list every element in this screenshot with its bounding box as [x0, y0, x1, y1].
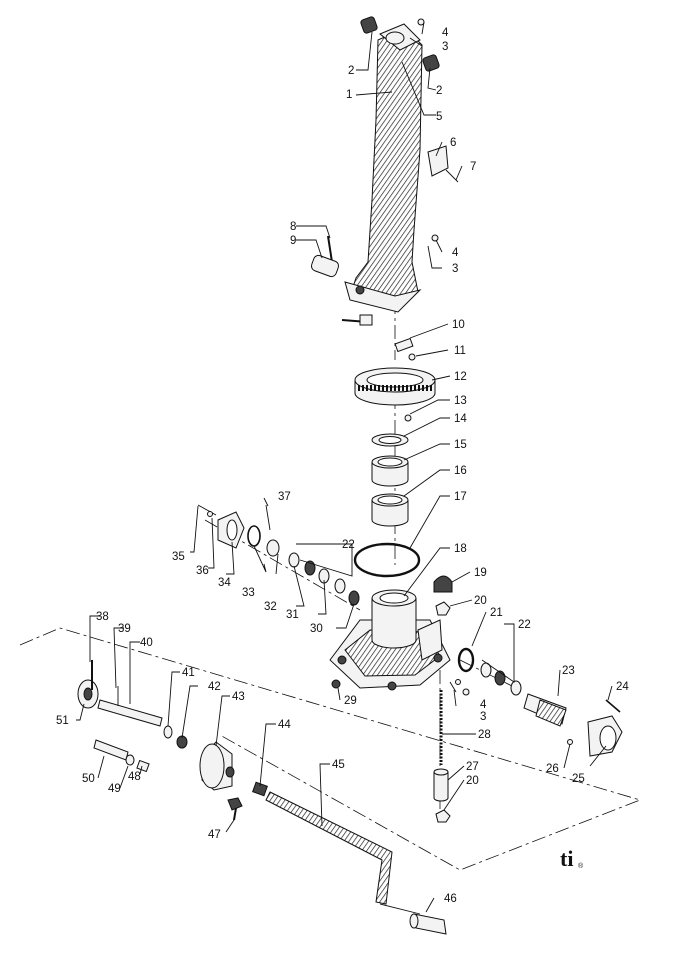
callout-1: 1 [346, 89, 352, 101]
bearing-parts [371, 455, 409, 527]
callout-31: 31 [286, 609, 299, 621]
pin-sleeve-parts [310, 235, 340, 278]
callout-39: 39 [118, 623, 131, 635]
callout-43: 43 [232, 691, 245, 703]
left-shaft-parts [77, 660, 163, 727]
callout-17: 17 [454, 491, 467, 503]
callout-5: 5 [436, 111, 442, 123]
callout-4: 4 [452, 247, 459, 259]
callout-47: 47 [208, 829, 221, 841]
svg-text:ti: ti [560, 846, 573, 871]
callout-9: 9 [290, 235, 296, 247]
crank-handle-part [265, 791, 421, 915]
callout-25: 25 [572, 773, 585, 785]
plug-part [331, 679, 341, 689]
callout-36: 36 [196, 565, 209, 577]
bracket-part [427, 145, 459, 183]
callout-30: 30 [310, 623, 323, 635]
callout-16: 16 [454, 465, 467, 477]
callout-29: 29 [344, 695, 357, 707]
washer-part [371, 433, 409, 447]
callout-35: 35 [172, 551, 185, 563]
small-shaft-parts [93, 739, 150, 773]
callout-6: 6 [450, 137, 456, 149]
callout-2: 2 [436, 85, 442, 97]
o-ring-part [353, 542, 421, 578]
callout-48: 48 [128, 771, 141, 783]
callout-38: 38 [96, 611, 109, 623]
callout-27: 27 [466, 761, 479, 773]
gear-ring-part [354, 367, 436, 406]
base-screw-parts [455, 679, 470, 696]
callout-14: 14 [454, 413, 467, 425]
callout-24: 24 [616, 681, 629, 693]
callout-3: 3 [480, 711, 486, 723]
grip-part [409, 913, 447, 935]
callout-18: 18 [454, 543, 467, 555]
callout-34: 34 [218, 577, 231, 589]
callout-22: 22 [518, 619, 531, 631]
callout-20: 20 [474, 595, 487, 607]
callout-50: 50 [82, 773, 95, 785]
callout-8: 8 [290, 221, 296, 233]
callout-13: 13 [454, 395, 467, 407]
callout-49: 49 [108, 783, 121, 795]
callout-3: 3 [452, 263, 458, 275]
callout-3: 3 [442, 41, 448, 53]
callout-40: 40 [140, 637, 153, 649]
callout-22: 22 [342, 539, 355, 551]
base-housing-part [329, 589, 451, 691]
gear-drum-part [199, 741, 235, 791]
callout-4: 4 [442, 27, 449, 39]
callout-7: 7 [470, 161, 476, 173]
callout-37: 37 [278, 491, 291, 503]
callout-21: 21 [490, 607, 503, 619]
callout-23: 23 [562, 665, 575, 677]
callout-12: 12 [454, 371, 467, 383]
callout-42: 42 [208, 681, 221, 693]
callout-20: 20 [466, 775, 479, 787]
threaded-rod-parts [433, 690, 451, 823]
arm-screw-part [341, 314, 373, 326]
callout-41: 41 [182, 667, 195, 679]
callout-44: 44 [278, 719, 291, 731]
callout-26: 26 [546, 763, 559, 775]
set-screw-part [404, 414, 412, 422]
callout-11: 11 [454, 345, 466, 357]
callout-33: 33 [242, 587, 255, 599]
callout-32: 32 [264, 601, 277, 613]
callout-51: 51 [56, 715, 69, 727]
callout-2: 2 [348, 65, 354, 77]
callout-45: 45 [332, 759, 345, 771]
callout-19: 19 [474, 567, 487, 579]
callout-15: 15 [454, 439, 467, 451]
callout-46: 46 [444, 893, 457, 905]
svg-text:®: ® [578, 862, 584, 870]
brand-logo: ti ® [560, 846, 584, 871]
end-cap-parts [567, 699, 623, 757]
spring-part [252, 781, 268, 797]
callout-10: 10 [452, 319, 465, 331]
cap-and-nut-parts [433, 575, 453, 616]
handle-screw-part [227, 797, 243, 821]
worm-shaft-part [523, 693, 567, 727]
callout-leader-lines [76, 21, 613, 913]
main-arm-part [344, 23, 423, 313]
right-washers-parts [480, 662, 522, 696]
callout-labels: 1 2 2 3 3 3 4 4 4 5 6 7 8 9 10 11 12 13 … [56, 27, 629, 905]
callout-4: 4 [480, 699, 487, 711]
seal-ring-right-part [457, 647, 475, 673]
small-screw-parts [394, 337, 416, 361]
callout-28: 28 [478, 729, 491, 741]
left-subassembly-parts [197, 504, 360, 606]
